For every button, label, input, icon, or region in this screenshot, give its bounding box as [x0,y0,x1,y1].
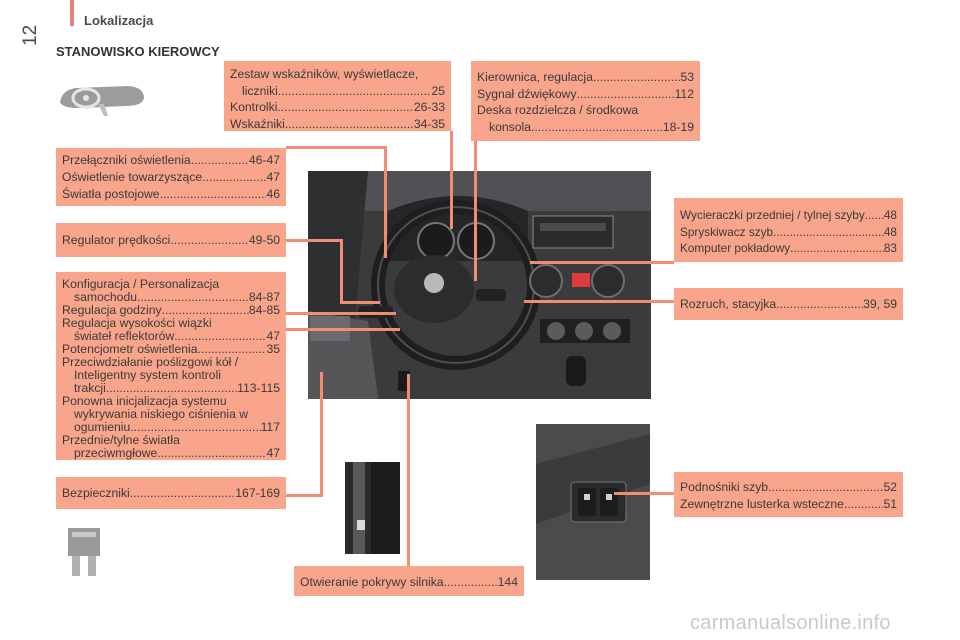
bonnet-release-photo [345,462,400,554]
callout-instruments-title: Zestaw wskaźników, wyświetlacze, [230,67,419,81]
callout-lighting: Przełączniki oświetlenia46-47 Oświetleni… [56,148,286,206]
leader-config-1 [286,312,396,315]
watermark: carmanualsonline.info [690,612,891,634]
header-accent-bar [70,0,74,26]
callout-ignition: Rozruch, stacyjka39, 59 [674,288,903,320]
page-number: 12 [20,24,41,46]
leader-steering [474,141,477,281]
leader-lighting-v [384,146,387,258]
leader-instruments [450,131,453,229]
callout-steering: Kierownica, regulacja53 Sygnał dźwiękowy… [471,61,700,141]
leader-lighting-h [286,146,386,149]
callout-windows: Podnośniki szyb52 Zewnętrzne lusterka ws… [674,472,903,517]
leader-cruise-h [286,239,342,242]
callout-wipers: Wycieraczki przedniej / tylnej szyby48 S… [674,198,903,262]
dashboard-thumbnail-icon [56,76,148,118]
leader-wipers [530,261,674,264]
fuse-icon [66,526,102,578]
callout-bonnet: Otwieranie pokrywy silnika144 [294,566,524,596]
leader-bonnet [407,374,410,566]
leader-windows [614,492,674,495]
section-title: STANOWISKO KIEROWCY [56,44,220,59]
leader-ignition [524,300,674,303]
callout-fuses: Bezpieczniki167-169 [56,477,286,509]
leader-cruise-h2 [340,301,380,304]
leader-cruise-v [340,239,343,303]
dashboard-photo [308,171,651,399]
callout-instruments: Zestaw wskaźników, wyświetlacze, licznik… [224,61,451,131]
window-switch-photo [536,424,650,580]
callout-cruise-control: Regulator prędkości49-50 [56,223,286,257]
callout-configuration: Konfiguracja / Personalizacja samochodu8… [56,272,286,460]
header-title: Lokalizacja [84,13,154,28]
leader-fuses-h [286,494,322,497]
leader-config-2 [286,328,400,331]
leader-fuses-v [320,372,323,497]
